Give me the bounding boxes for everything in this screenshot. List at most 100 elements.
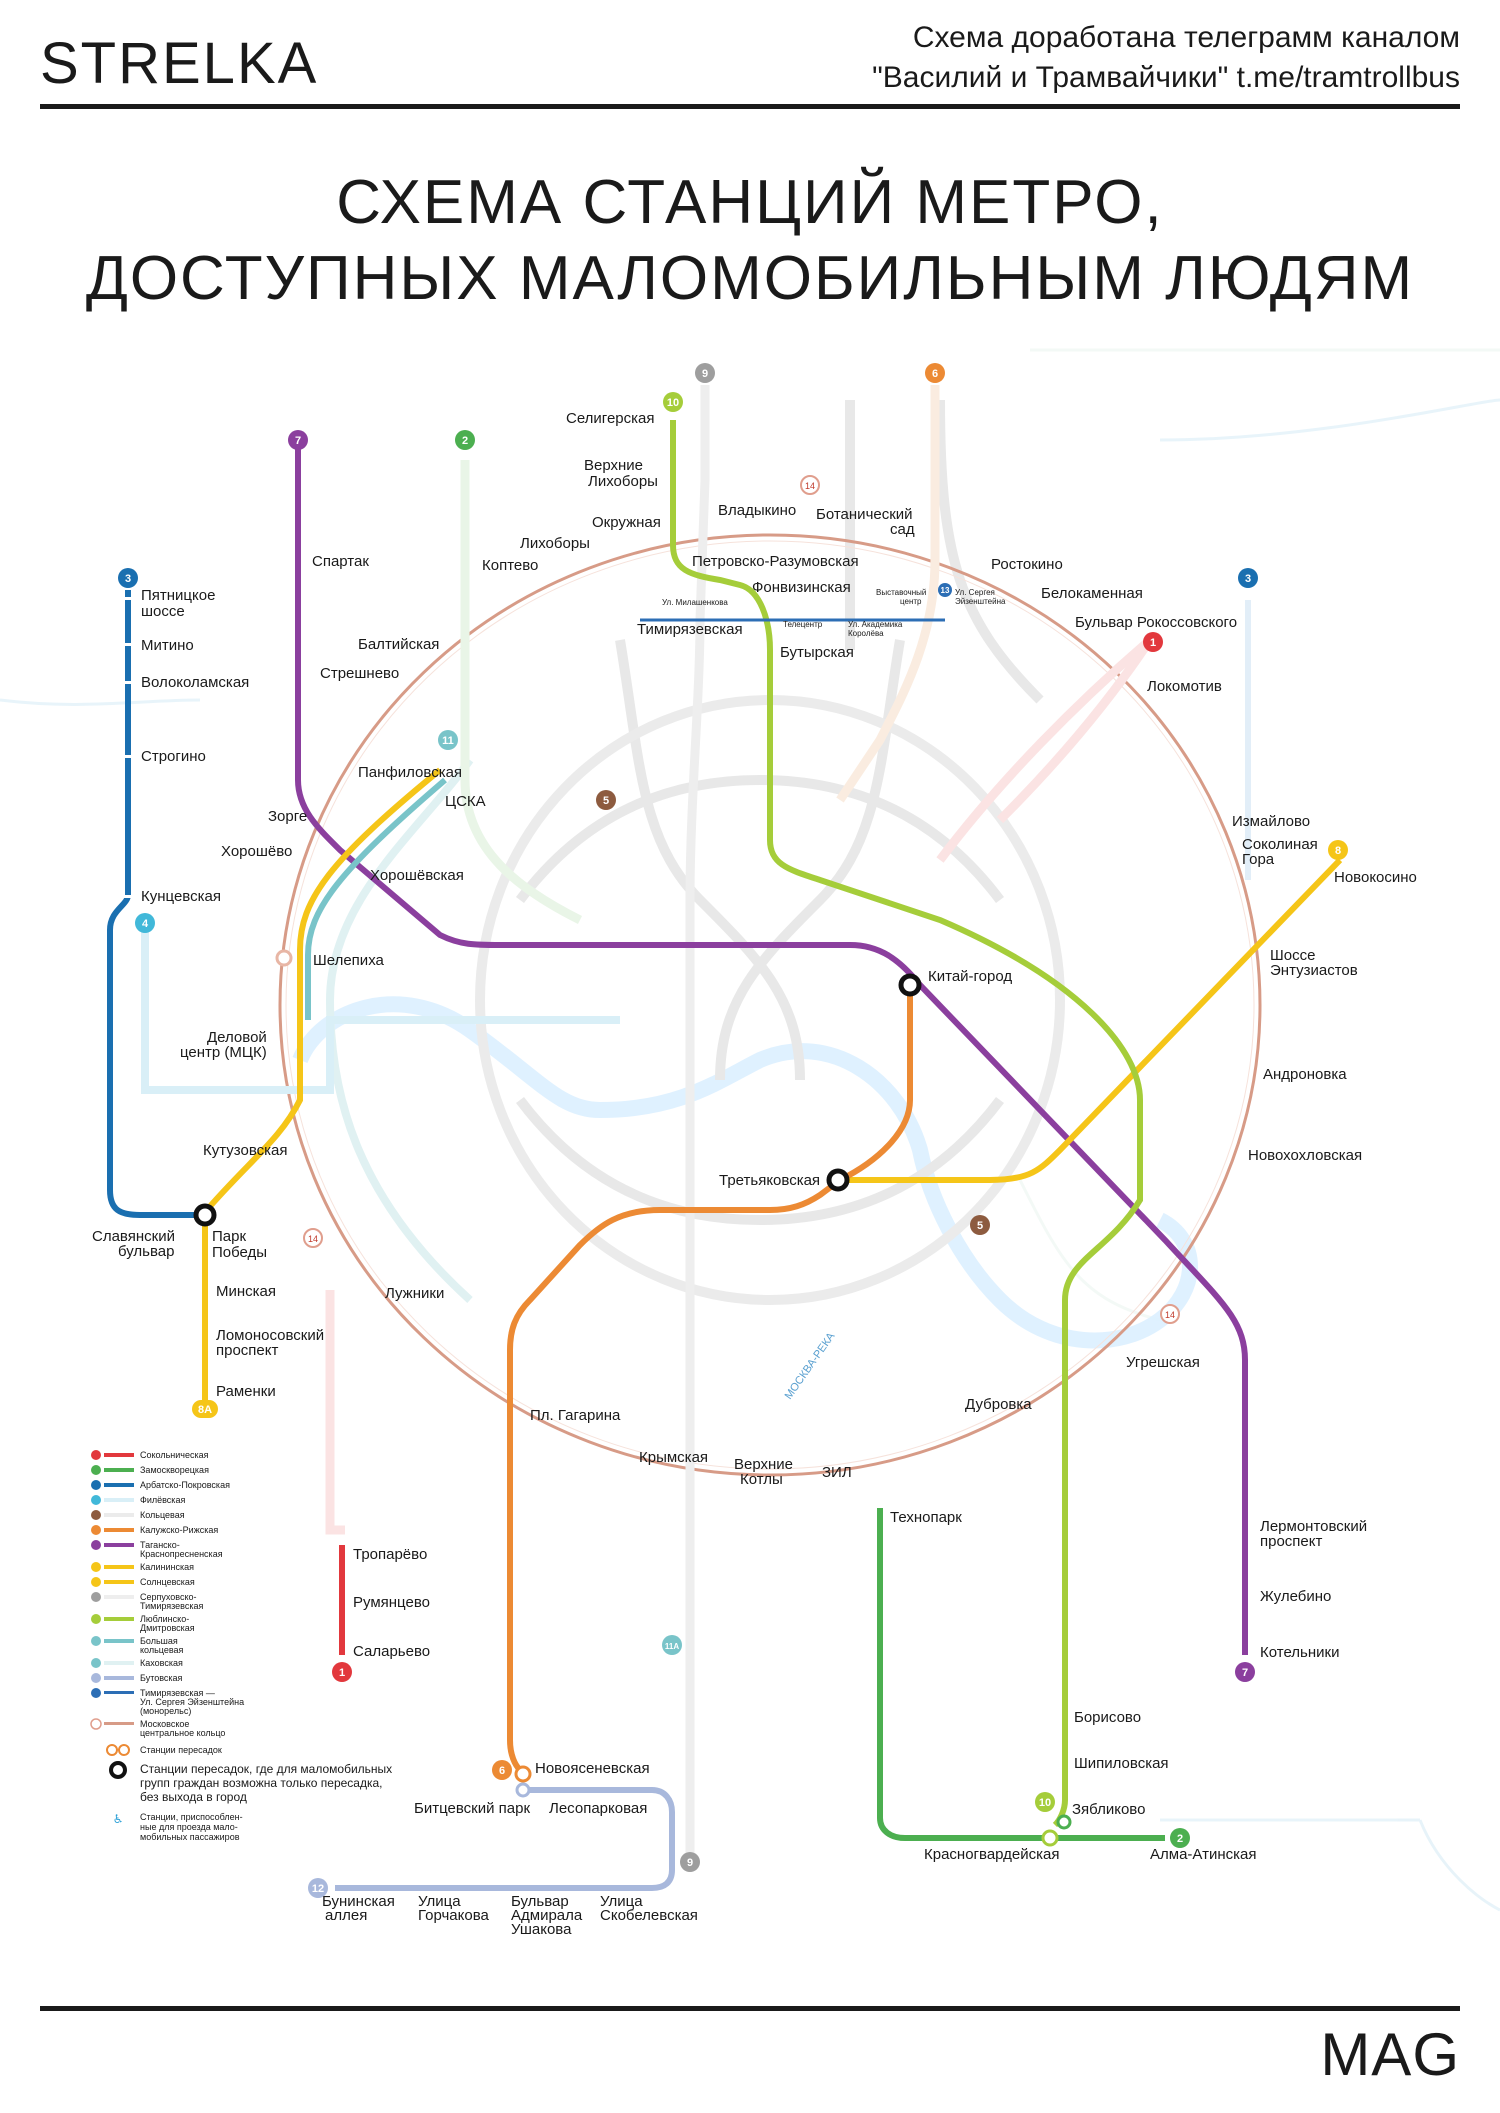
station-label: Кунцевская (141, 888, 221, 905)
station-label: Селигерская (566, 410, 655, 427)
badge-line-7-top: 7 (288, 430, 308, 450)
station-label: Скобелевская (600, 1907, 698, 1924)
line-10 (670, 420, 1143, 1828)
station-label: Адмирала (511, 1907, 583, 1924)
svg-text:2: 2 (1177, 1833, 1183, 1845)
svg-text:Филёвская: Филёвская (140, 1495, 185, 1505)
badge-line-14-west: 14 (303, 1228, 323, 1248)
station-label: Алма-Атинская (1150, 1846, 1256, 1863)
station-label: Саларьево (353, 1643, 430, 1660)
station-label: Новокосино (1334, 869, 1417, 886)
station-label: Шипиловская (1074, 1755, 1169, 1772)
svg-text:11A: 11A (665, 1642, 679, 1651)
station-label: Владыкино (718, 502, 796, 519)
legend-row: Люблинско-Дмитровская (91, 1614, 195, 1633)
svg-text:5: 5 (977, 1220, 983, 1232)
station-label: Котельники (1260, 1644, 1339, 1661)
badge-line-12: 12 (308, 1878, 328, 1898)
station-label: Панфиловская (358, 764, 462, 781)
badge-line-2-top: 2 (455, 430, 475, 450)
badge-line-9-south: 9 (680, 1852, 700, 1872)
line-9 (685, 385, 710, 1860)
svg-text:ные для проезда мало-: ные для проезда мало- (140, 1822, 238, 1832)
badge-line-11-top: 11 (438, 730, 458, 750)
legend: Сокольническая Замоскворецкая Арбатско-П… (90, 1450, 392, 1842)
station-label: Стрешнево (320, 665, 399, 682)
svg-text:Серпуховско-: Серпуховско- (140, 1592, 197, 1602)
station-label: Волоколамская (141, 674, 249, 691)
transfer-tretyakovskaya (826, 1168, 850, 1192)
svg-text:2: 2 (462, 435, 468, 447)
station-ticks (122, 597, 134, 898)
svg-text:14: 14 (805, 481, 815, 491)
station-label: шоссе (141, 603, 185, 620)
station-label: Новоясеневская (535, 1760, 650, 1777)
svg-text:Арбатско-Покровская: Арбатско-Покровская (140, 1480, 230, 1490)
station-labels: Селигерская Верхние Лихоборы Окружная Ли… (92, 410, 1417, 1938)
badge-line-2-south: 2 (1170, 1828, 1190, 1848)
svg-text:Калининская: Калининская (140, 1562, 194, 1572)
legend-row: Солнцевская (91, 1577, 195, 1587)
svg-text:14: 14 (308, 1234, 318, 1244)
monorail-labels: Ул. Милашенкова Телецентр Ул. Академика … (662, 588, 1006, 638)
credit-line-1: Схема доработана телеграмм каналом (912, 21, 1460, 54)
station-label: Андроновка (1263, 1066, 1347, 1083)
legend-row: Тимирязевская —Ул. Сергея Эйзенштейна(мо… (91, 1688, 244, 1716)
station-label: Третьяковская (719, 1172, 820, 1189)
svg-text:Телецентр: Телецентр (783, 620, 823, 629)
station-label: центр (МЦК) (180, 1044, 267, 1061)
station-label: Зябликово (1072, 1801, 1145, 1818)
svg-text:Люблинско-: Люблинско- (140, 1614, 189, 1624)
svg-text:Замоскворецкая: Замоскворецкая (140, 1465, 209, 1475)
svg-text:Таганско-: Таганско- (140, 1540, 180, 1550)
station-label: Крымская (639, 1449, 708, 1466)
svg-text:4: 4 (142, 918, 149, 930)
station-label: Лихоборы (588, 473, 658, 490)
station-label: Улица (418, 1893, 461, 1910)
svg-text:без выхода в город: без выхода в город (140, 1790, 247, 1804)
station-label: Энтузиастов (1270, 962, 1358, 979)
svg-text:1: 1 (339, 1667, 345, 1679)
station-label: Угрешская (1126, 1354, 1200, 1371)
station-label: ЦСКА (445, 793, 486, 810)
legend-row: Таганско-Краснопресненская (91, 1540, 223, 1559)
svg-text:центральное кольцо: центральное кольцо (140, 1728, 225, 1738)
station-label: Балтийская (358, 636, 439, 653)
svg-text:Тимирязевская —: Тимирязевская — (140, 1688, 215, 1698)
station-label: Горчакова (418, 1907, 490, 1924)
badge-line-5-nw: 5 (596, 790, 616, 810)
svg-text:8A: 8A (198, 1404, 212, 1416)
legend-row: Кольцевая (91, 1510, 185, 1520)
svg-text:6: 6 (499, 1765, 505, 1777)
station-label: Петровско-Разумовская (692, 553, 859, 570)
station-label: Лихоборы (520, 535, 590, 552)
station-label: Ростокино (991, 556, 1063, 573)
station-label: Пл. Гагарина (530, 1407, 621, 1424)
badge-line-7-south: 7 (1235, 1662, 1255, 1682)
station-label: Лужники (385, 1285, 444, 1302)
badge-line-11a: 11A (662, 1635, 682, 1655)
line-6-north (836, 385, 940, 803)
station-label: Ботанический (816, 506, 913, 523)
station-label: Котлы (740, 1471, 783, 1488)
badge-line-3-east: 3 (1238, 568, 1258, 588)
page-title: СХЕМА СТАНЦИЙ МЕТРО, ДОСТУПНЫХ МАЛОМОБИЛ… (0, 165, 1500, 317)
svg-text:Ул. Академика: Ул. Академика (848, 620, 903, 629)
svg-text:(монорельс): (монорельс) (140, 1706, 191, 1716)
badge-line-13: 13 (938, 583, 952, 597)
svg-text:5: 5 (603, 795, 609, 807)
svg-text:Калужско-Рижская: Калужско-Рижская (140, 1525, 218, 1535)
station-label: Верхние (584, 457, 643, 474)
svg-text:Бутовская: Бутовская (140, 1673, 183, 1683)
station-label: Пятницкое (141, 587, 215, 604)
svg-text:кольцевая: кольцевая (140, 1645, 184, 1655)
station-label: Парк (212, 1228, 246, 1245)
svg-text:Эйзенштейна: Эйзенштейна (955, 597, 1006, 606)
line-11 (305, 777, 447, 1020)
svg-text:Сокольническая: Сокольническая (140, 1450, 209, 1460)
brand-logo: STRELKA (40, 31, 319, 96)
svg-text:3: 3 (125, 573, 131, 585)
station-label: бульвар (118, 1243, 174, 1260)
transfer-zyablikovo (1041, 1829, 1059, 1847)
